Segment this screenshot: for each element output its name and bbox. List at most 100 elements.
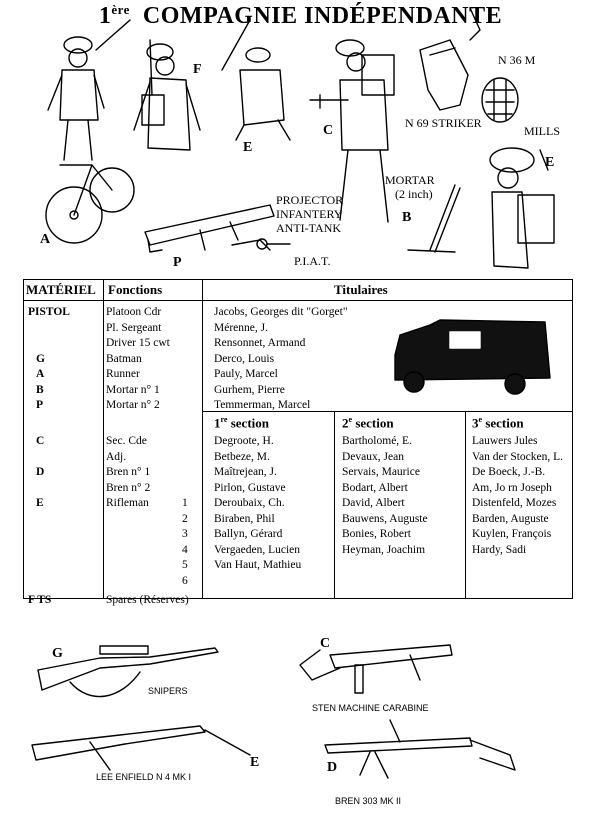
label-projector: PROJECTOR: [276, 193, 344, 207]
platoon-row-5-name: Gurhem, Pierre: [214, 383, 285, 396]
section-row-0-s2: Bartholomé, E.: [342, 435, 412, 447]
piat-icon: [144, 204, 291, 253]
section-row-0-s3: Lauwers Jules: [472, 435, 538, 447]
section-row-5-s2: Bauwens, Auguste: [342, 512, 428, 525]
label-mills: MILLS: [524, 124, 560, 138]
platoon-row-1-name: Mérenne, J.: [214, 321, 268, 334]
soldier-kneeling-figure: [221, 19, 291, 141]
truck-icon: [394, 319, 551, 395]
label-p: P: [173, 255, 182, 270]
weapon-label-e: E: [250, 755, 260, 770]
section-row-0-fn: Sec. Cde: [106, 435, 147, 447]
section-1-header: 1re section: [214, 415, 269, 431]
label-n36m: N 36 M: [498, 53, 536, 67]
weapon-label-c: C: [320, 636, 331, 651]
label-e-right: E: [545, 155, 555, 170]
section-row-4-mat: E: [36, 497, 44, 509]
section-row-1-s2: Devaux, Jean: [342, 450, 404, 463]
section-row-4-n: 1: [182, 497, 188, 509]
section-row-6-n: 3: [182, 528, 188, 540]
section-row-2-s2: Servais, Maurice: [342, 466, 420, 478]
sten-gun-icon: [299, 644, 453, 694]
platoon-row-4-name: Pauly, Marcel: [214, 368, 278, 380]
platoon-row-3-name: Derco, Louis: [214, 352, 275, 365]
section-row-1-s1: Betbeze, M.: [214, 450, 270, 463]
section-row-4-s3: Distenfeld, Mozes: [472, 497, 557, 509]
section-row-6-s2: Bonies, Robert: [342, 528, 411, 540]
section-row-3-s3: Am, Jo rn Joseph: [472, 481, 552, 494]
platoon-row-0-mat: PISTOL: [28, 306, 70, 318]
section-row-2-mat: D: [36, 466, 45, 478]
section-row-7-s3: Hardy, Sadi: [472, 543, 527, 556]
section-row-8-n: 5: [182, 559, 188, 571]
table-col-rule-2: [202, 280, 203, 598]
soldier-bicycle-figure: [45, 19, 135, 244]
label-anti-tank: ANTI-TANK: [276, 221, 342, 235]
sniper-rifle-icon: [37, 645, 219, 698]
platoon-row-6-fn: Mortar n° 2: [106, 399, 160, 411]
label-f: F: [193, 62, 202, 77]
platoon-row-3-mat: G: [36, 352, 45, 365]
bren-gun-icon: [324, 719, 516, 779]
header-fonctions: Fonctions: [108, 282, 163, 297]
weapon-label-d: D: [327, 760, 338, 775]
table-col-rule-4: [465, 411, 466, 598]
soldier-standing-figure: [309, 39, 395, 223]
label-piat: P.I.A.T.: [294, 254, 331, 268]
section-row-2-s3: De Boeck, J.-B.: [472, 466, 546, 478]
grenade-mills-icon: [481, 77, 519, 123]
title-text: COMPAGNIE INDÉPENDANTE: [142, 3, 503, 29]
section-row-1-s3: Van der Stocken, L.: [472, 450, 564, 463]
header-titulaires: Titulaires: [334, 282, 388, 297]
header-materiel: MATÉRIEL: [26, 282, 96, 297]
section-row-8-s1: Van Haut, Mathieu: [214, 559, 302, 571]
section-row-3-s2: Bodart, Albert: [342, 481, 408, 494]
platoon-row-1-fn: Pl. Sergeant: [106, 321, 162, 334]
section-row-6-s1: Ballyn, Gérard: [214, 528, 283, 540]
section-row-6-s3: Kuylen, François: [472, 528, 552, 540]
section-row-4-s1: Deroubaix, Ch.: [214, 497, 285, 509]
platoon-row-4-fn: Runner: [106, 368, 140, 380]
roster-table: MATÉRIEL Fonctions Titulaires 1re sectio…: [23, 279, 573, 606]
soldier-radio-figure: [133, 39, 201, 151]
section-row-4-fn: Rifleman: [106, 497, 149, 509]
section-row-3-fn: Bren n° 2: [106, 481, 151, 494]
label-c-top: C: [323, 123, 334, 138]
platoon-row-2-fn: Driver 15 cwt: [106, 337, 170, 349]
label-e-top: E: [243, 140, 253, 155]
caption-bren: BREN 303 MK II: [335, 796, 402, 806]
caption-lee-enfield: LEE ENFIELD N 4 MK I: [96, 772, 192, 782]
caption-snipers: SNIPERS: [148, 686, 188, 696]
section-row-2-s1: Maîtrejean, J.: [214, 466, 277, 478]
section-2-header: 2e section: [342, 415, 394, 431]
title-number: 1: [98, 3, 112, 29]
title-ordinal: ère: [111, 2, 130, 17]
table-col-rule-3: [334, 411, 335, 598]
section-row-10-fn: Spares (Réserves): [106, 594, 189, 606]
label-a: A: [40, 232, 51, 247]
section-3-header: 3e section: [472, 415, 524, 431]
table-section-rule: [202, 411, 572, 412]
table-header-rule: [24, 300, 572, 301]
platoon-row-6-name: Temmerman, Marcel: [214, 399, 311, 411]
section-row-7-s2: Heyman, Joachim: [342, 543, 426, 556]
section-row-4-s2: David, Albert: [342, 497, 405, 509]
platoon-row-4-mat: A: [36, 368, 45, 380]
platoon-row-6-mat: P: [36, 399, 44, 411]
section-row-2-fn: Bren n° 1: [106, 466, 151, 478]
section-row-3-s1: Pirlon, Gustave: [214, 481, 286, 494]
caption-sten: STEN MACHINE CARABINE: [312, 703, 429, 713]
label-b: B: [402, 210, 412, 225]
platoon-row-3-fn: Batman: [106, 352, 142, 365]
section-row-5-s1: Biraben, Phil: [214, 512, 275, 525]
label-infantery: INFANTERY: [276, 207, 343, 221]
section-row-0-s1: Degroote, H.: [214, 435, 274, 447]
platoon-row-2-name: Rensonnet, Armand: [214, 337, 306, 349]
section-row-5-n: 2: [182, 512, 188, 525]
label-mortar: MORTAR: [385, 173, 435, 187]
section-row-7-n: 4: [182, 543, 188, 556]
label-mortar-size: (2 inch): [395, 187, 433, 201]
section-row-1-fn: Adj.: [106, 450, 127, 463]
section-row-10-mat: F TS: [28, 594, 52, 606]
